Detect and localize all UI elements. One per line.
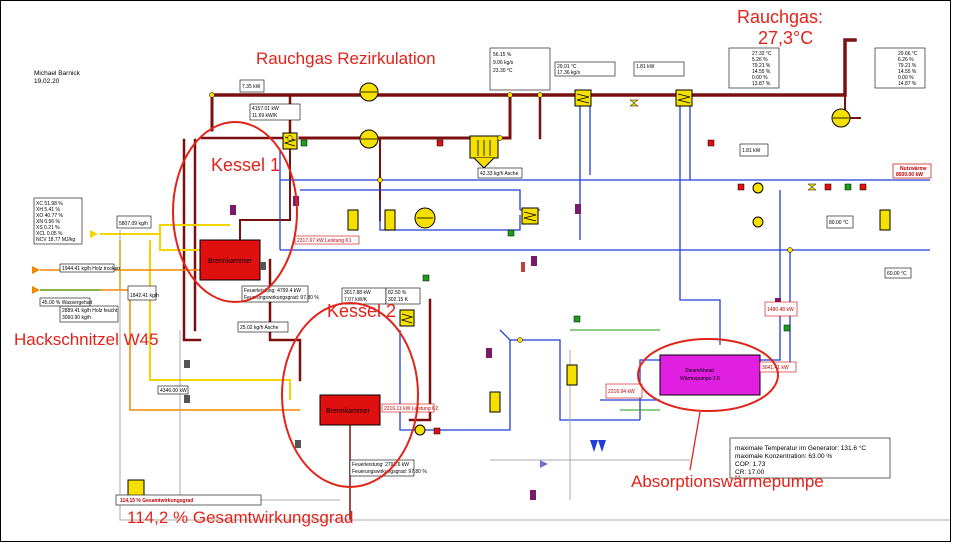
svg-text:1.81 kW: 1.81 kW	[742, 148, 761, 154]
svg-text:Feuerleistung: 4799.4 kW: Feuerleistung: 4799.4 kW	[244, 288, 301, 294]
sensors	[184, 196, 781, 500]
water-circuits	[280, 100, 930, 430]
svg-text:23.30 °C: 23.30 °C	[493, 68, 513, 74]
heatpump-note-3: COP: 1.73	[735, 461, 866, 469]
svg-text:1842.41 kg/h: 1842.41 kg/h	[130, 293, 159, 299]
efficiency-calculator[interactable]	[128, 480, 144, 496]
useful-heat-value: 8500.00 kW	[896, 172, 923, 178]
svg-text:Feuerleistung: 2791.6 kW: Feuerleistung: 2791.6 kW	[352, 462, 409, 468]
vessel-3[interactable]	[880, 210, 890, 230]
flue-gas-left-line: 13.87 %	[752, 81, 771, 87]
rauchgas-title: Rauchgas:	[737, 8, 823, 26]
boiler1-label: Brennkammer	[208, 258, 253, 265]
rezirkulation-label: Rauchgas Rezirkulation	[256, 50, 436, 67]
svg-text:11.69 kW/K: 11.69 kW/K	[252, 113, 278, 119]
total-efficiency-box: 114,15 % Gesamtwirkungsgrad	[116, 495, 261, 505]
svg-text:60.00 °C: 60.00 °C	[887, 271, 907, 277]
svg-text:25.02 kg/h Asche: 25.02 kg/h Asche	[240, 325, 279, 331]
fuel-analysis-line: NCV 18.77 MJ/kg	[36, 237, 75, 243]
flue-gas-right-line: 14.87 %	[898, 81, 917, 87]
valves[interactable]	[301, 100, 866, 434]
hackschnitzel-label: Hackschnitzel W45	[14, 331, 159, 348]
svg-text:1.81 kW: 1.81 kW	[636, 64, 655, 70]
svg-text:9.06 kg/s: 9.06 kg/s	[493, 60, 514, 66]
heat-exchanger-4[interactable]	[676, 90, 692, 106]
heatpump-label-2: Wärmepumpe 2.0	[680, 376, 720, 382]
heatpump-note-1: maximale Temperatur im Generator: 131.6 …	[735, 445, 866, 453]
heat-exchanger-5[interactable]	[522, 208, 538, 224]
svg-text:5807.09 kg/h: 5807.09 kg/h	[119, 221, 148, 227]
fuel-analysis-box: XC 51.98 %XH 5.41 %XO 40.77 %XN 0.56 %XS…	[34, 198, 82, 244]
absorption-heat-pump[interactable]	[660, 355, 760, 395]
svg-text:4346.00 kW: 4346.00 kW	[160, 388, 187, 394]
author-date: 19.02.20	[34, 78, 80, 86]
kessel1-label: Kessel 1	[211, 156, 280, 174]
rauchgas-temperature: 27,3°C	[758, 29, 813, 47]
author-info: Michael Barnick 19.02.20	[34, 70, 80, 85]
svg-text:4157.01 kW: 4157.01 kW	[252, 106, 279, 112]
svg-text:2216.11 kW Leistung K2: 2216.11 kW Leistung K2	[384, 406, 438, 412]
vessel-4[interactable]	[567, 365, 577, 385]
svg-text:3017.88 kW: 3017.88 kW	[344, 290, 371, 296]
kessel2-label: Kessel 2	[327, 302, 396, 320]
author-name: Michael Barnick	[34, 70, 80, 78]
svg-text:2889.41 kg/h Holz feucht: 2889.41 kg/h Holz feucht	[62, 308, 118, 314]
highlight-ellipses	[173, 122, 778, 487]
pump-2[interactable]	[753, 217, 763, 227]
absorption-label: Absorptionswärmepumpe	[631, 473, 824, 490]
svg-text:45.00 % Wassergehalt: 45.00 % Wassergehalt	[42, 300, 93, 306]
recirculation-fan-2[interactable]	[360, 130, 378, 148]
svg-text:1944.41 kg/h Holz trocken: 1944.41 kg/h Holz trocken	[62, 266, 120, 272]
recirculation-fan-1[interactable]	[360, 83, 378, 101]
electrostatic-filter[interactable]	[470, 136, 498, 168]
annotation-pointers	[690, 412, 700, 470]
svg-text:1480.48 kW: 1480.48 kW	[767, 307, 794, 313]
heat-exchanger-3[interactable]	[575, 90, 591, 106]
svg-text:56.15 %: 56.15 %	[493, 52, 512, 58]
svg-text:3060.90 kg/h: 3060.90 kg/h	[62, 315, 91, 321]
svg-text:7.35 kW: 7.35 kW	[242, 84, 261, 90]
flue-gas-fan[interactable]	[415, 208, 435, 228]
svg-text:80.00 °C: 80.00 °C	[829, 220, 849, 226]
svg-text:114,15 % Gesamtwirkungsgrad: 114,15 % Gesamtwirkungsgrad	[120, 498, 193, 504]
svg-text:42.33 kg/h Asche: 42.33 kg/h Asche	[480, 171, 519, 177]
heatpump-note-2: maximale Konzentration: 63.00 %	[735, 453, 866, 461]
pump-3[interactable]	[415, 425, 425, 435]
exhaust-fan[interactable]	[832, 109, 850, 127]
flue-gas-composition-right: 29.66 °C6.26 %79.21 %14.55 %0.00 %14.87 …	[875, 48, 925, 88]
svg-text:82.50 %: 82.50 %	[388, 290, 407, 296]
flue-gas-composition-left: 27.32 °C5.26 %79.21 %14.55 %0.00 %13.87 …	[729, 48, 779, 88]
heat-exchanger-2[interactable]	[400, 310, 414, 326]
useful-heat-box: Nutzwärme 8500.00 kW	[893, 164, 931, 178]
heatpump-label-1: SteamAhead	[685, 368, 714, 374]
svg-text:2317.67 kW Leistung K1: 2317.67 kW Leistung K1	[297, 238, 352, 244]
svg-text:2216.94 kW: 2216.94 kW	[608, 389, 635, 395]
vessel-5[interactable]	[490, 392, 500, 412]
pump-1[interactable]	[753, 183, 763, 193]
vessel-2[interactable]	[348, 210, 358, 230]
svg-text:17.36 kg/s: 17.36 kg/s	[557, 70, 581, 76]
vessel-1[interactable]	[385, 210, 395, 230]
gesamtwirkungsgrad-label: 114,2 % Gesamtwirkungsgrad	[127, 509, 353, 526]
boiler2-label: Brennkammer	[326, 408, 371, 415]
